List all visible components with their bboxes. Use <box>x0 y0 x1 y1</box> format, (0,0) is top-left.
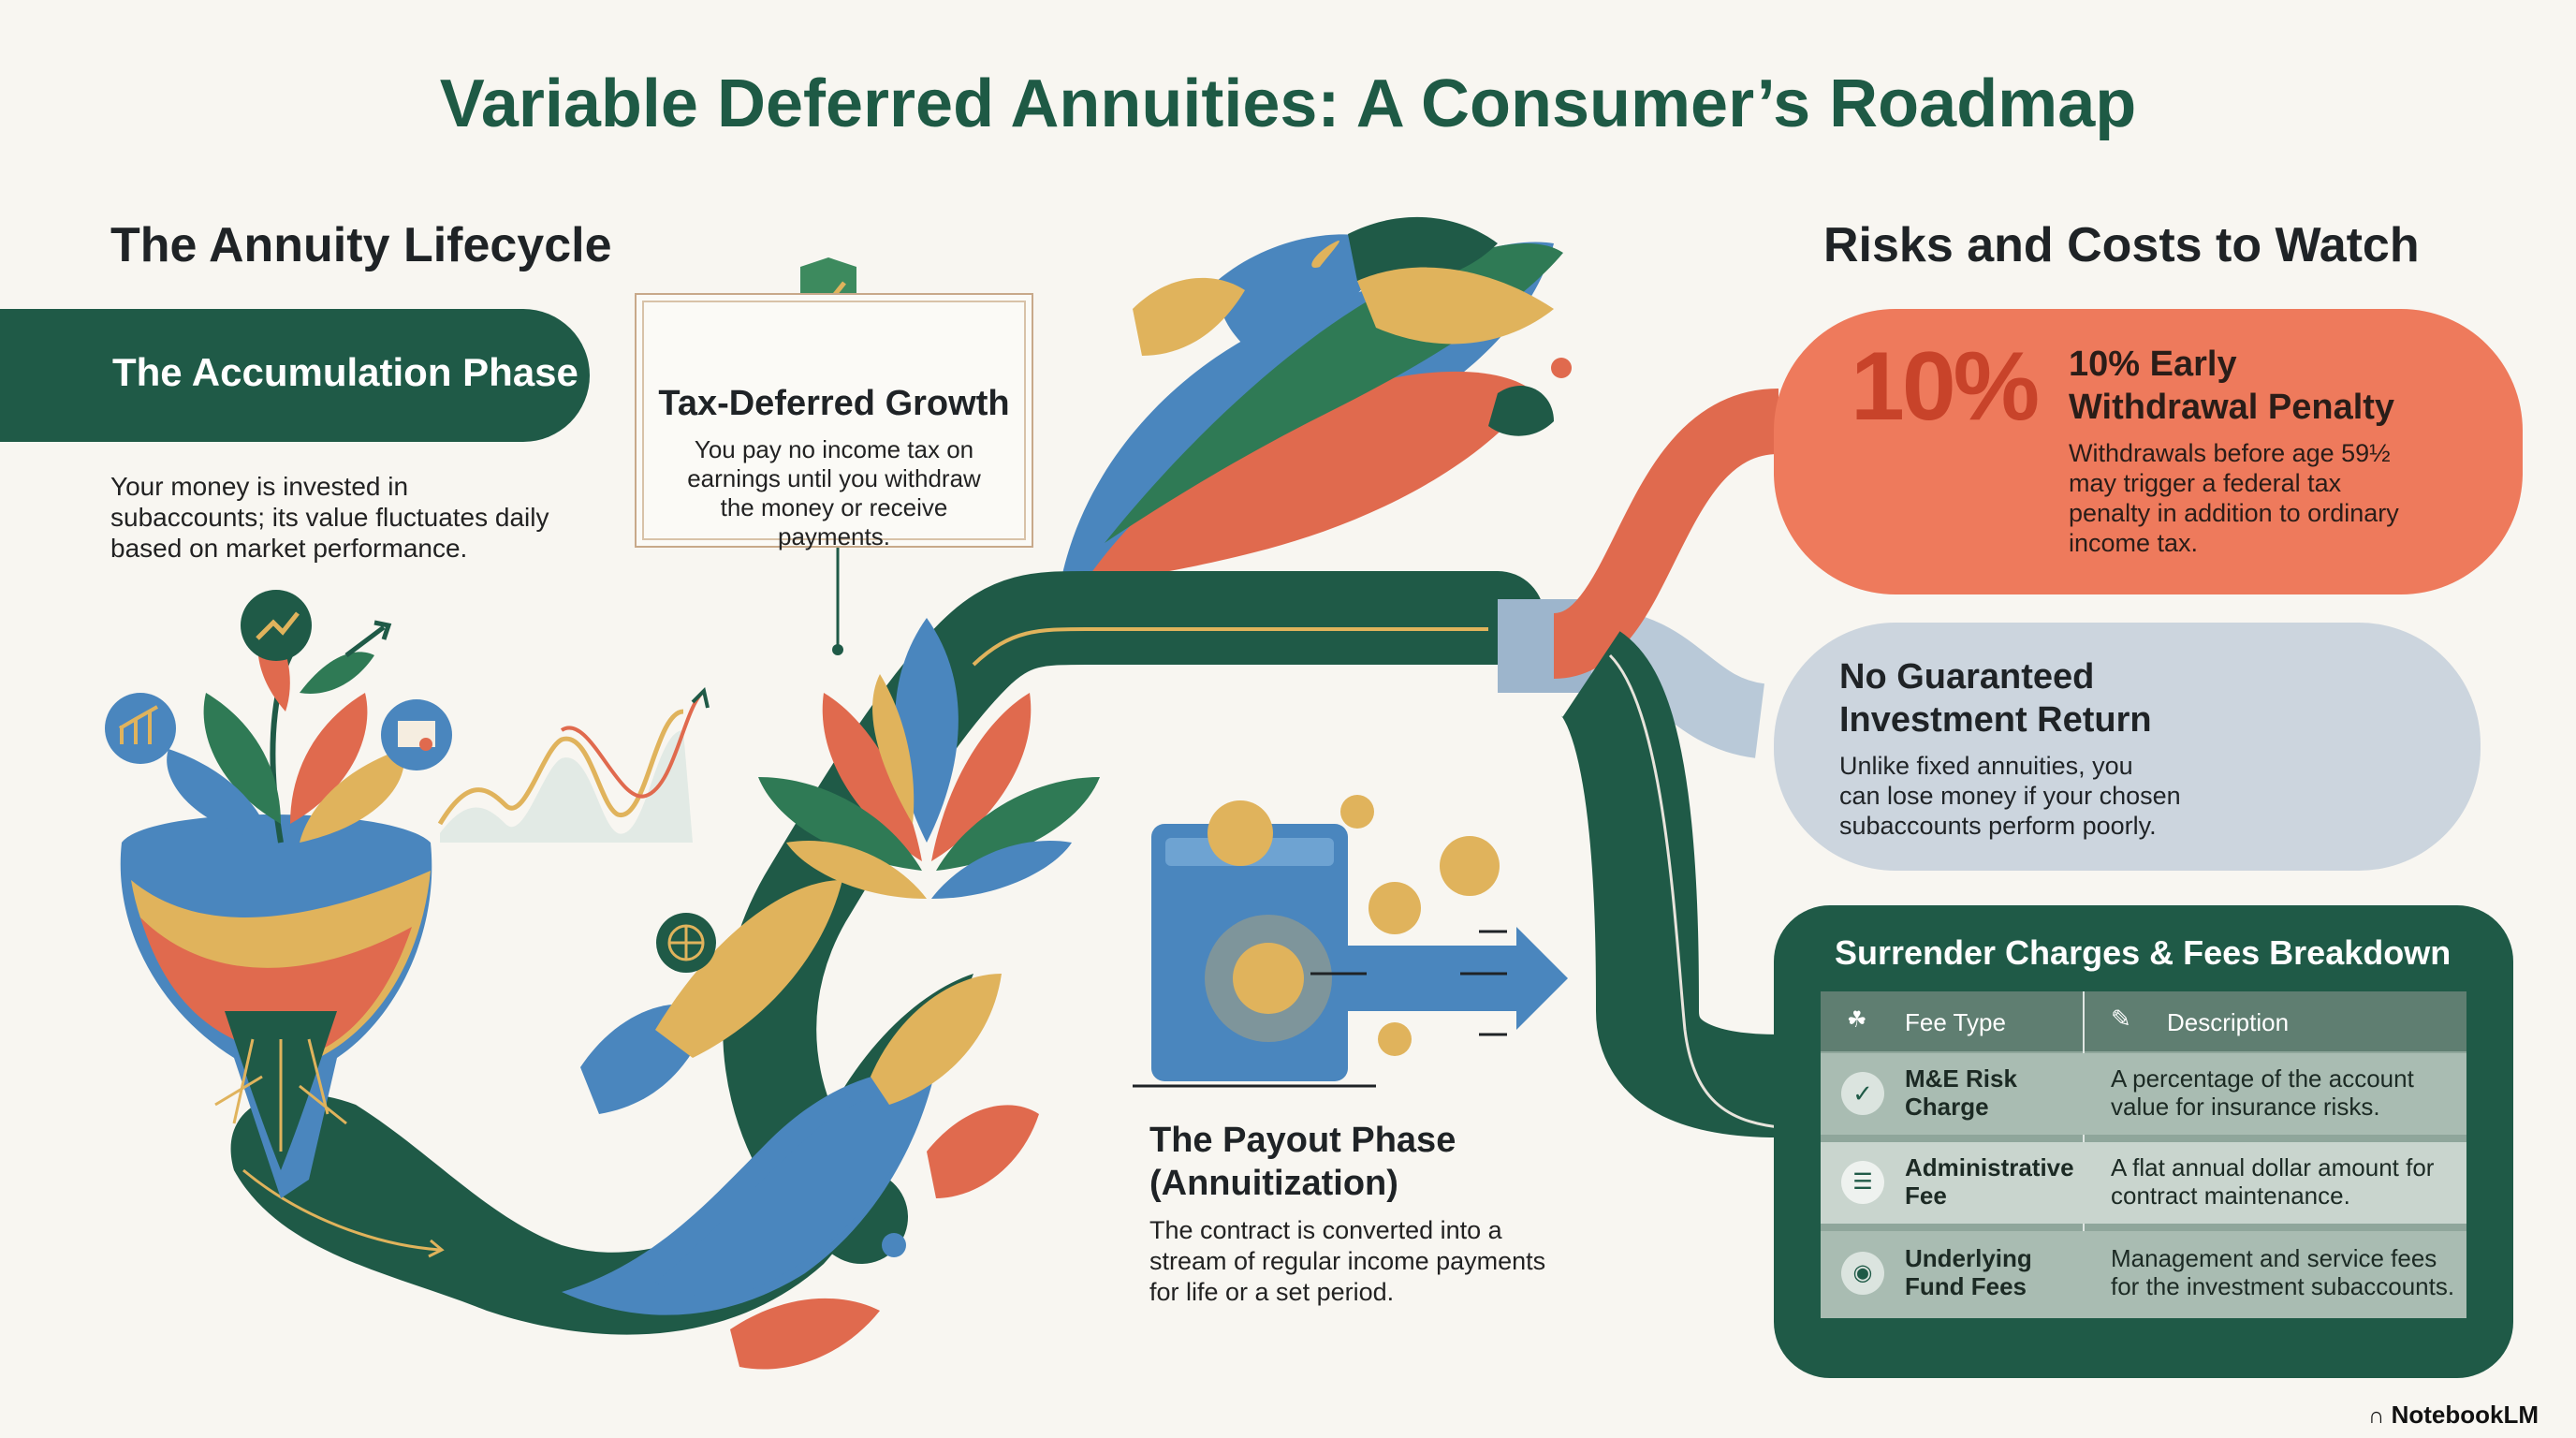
penalty-title: 10% Early Withdrawal Penalty <box>2069 345 2395 427</box>
fees-table: ☘ Fee Type ✎ Description ✓ M&E Risk Char… <box>1821 991 2466 1318</box>
payout-wallet-icon <box>1133 795 1568 1088</box>
tax-deferred-title: Tax-Deferred Growth <box>658 384 1010 423</box>
coin-stack-icon: ◉ <box>1841 1252 1884 1295</box>
accumulation-description: Your money is invested in subaccounts; i… <box>110 472 549 563</box>
notebooklm-icon: ∩ <box>2368 1403 2385 1429</box>
tax-deferred-box: Tax-Deferred Growth You pay no income ta… <box>635 293 1033 550</box>
shield-check-icon: ✓ <box>1841 1072 1884 1115</box>
table-row: ◉ Underlying Fund Fees Management and se… <box>1821 1231 2466 1318</box>
page-title: Variable Deferred Annuities: A Consumer’… <box>439 66 2137 141</box>
no-guarantee-title: No Guaranteed Investment Return <box>1839 657 2152 740</box>
plant-pot-illustration <box>105 590 716 1198</box>
lotus-illustration <box>758 618 1100 899</box>
flowing-ribbons <box>1058 216 1572 599</box>
table-row: ☰ Administrative Fee A flat annual dolla… <box>1821 1142 2466 1224</box>
penalty-text: Withdrawals before age 59½ may trigger a… <box>2069 439 2399 557</box>
table-row: ✓ M&E Risk Charge A percentage of the ac… <box>1821 1053 2466 1135</box>
fees-title: Surrender Charges & Fees Breakdown <box>1835 933 2452 972</box>
payout-description: The contract is converted into a stream … <box>1149 1216 1546 1306</box>
receipt-icon: ☰ <box>1841 1161 1884 1204</box>
tax-deferred-text: You pay no income tax on earnings until … <box>687 435 981 550</box>
hand-coin-icon: ☘ <box>1847 1007 1867 1033</box>
payout-title: The Payout Phase (Annuitization) <box>1149 1121 1456 1203</box>
notebooklm-logo: ∩ NotebookLM <box>2368 1401 2539 1429</box>
risks-heading: Risks and Costs to Watch <box>1823 218 2420 272</box>
early-withdrawal-penalty-card: 10% 10% Early Withdrawal Penalty Withdra… <box>1774 309 2523 594</box>
document-icon: ✎ <box>2111 1005 2131 1033</box>
lifecycle-heading: The Annuity Lifecycle <box>110 218 612 272</box>
description-header: Description <box>2167 1008 2290 1036</box>
accumulation-phase-label: The Accumulation Phase <box>112 350 578 394</box>
no-guaranteed-return-card: No Guaranteed Investment Return Unlike f… <box>1774 623 2481 871</box>
lower-ribbons <box>230 880 1039 1370</box>
table-header-row: ☘ Fee Type ✎ Description <box>1821 991 2466 1318</box>
accumulation-phase-banner: The Accumulation Phase <box>0 309 590 442</box>
fee-type-header: Fee Type <box>1905 1008 2006 1036</box>
no-guarantee-text: Unlike fixed annuities, you can lose mon… <box>1839 752 2181 840</box>
penalty-percent: 10% <box>1851 332 2040 441</box>
